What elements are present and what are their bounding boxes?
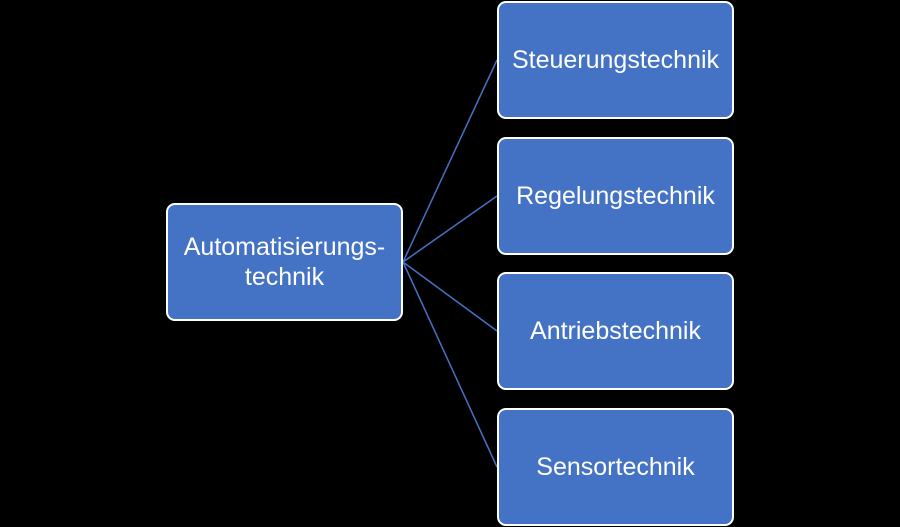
- connector-line-antriebstechnik: [402, 261, 498, 332]
- child-node-steuerungstechnik: Steuerungstechnik: [497, 1, 734, 119]
- connector-line-regelungstechnik: [402, 195, 498, 263]
- connector-line-sensortechnik: [402, 261, 498, 468]
- child-node-regelungstechnik: Regelungstechnik: [497, 137, 734, 255]
- connector-line-steuerungstechnik: [402, 59, 498, 263]
- child-node-sensortechnik: Sensortechnik: [497, 408, 734, 526]
- child-node-antriebstechnik: Antriebstechnik: [497, 272, 734, 390]
- root-node-automatisierungstechnik: Automatisierungs- technik: [166, 203, 403, 321]
